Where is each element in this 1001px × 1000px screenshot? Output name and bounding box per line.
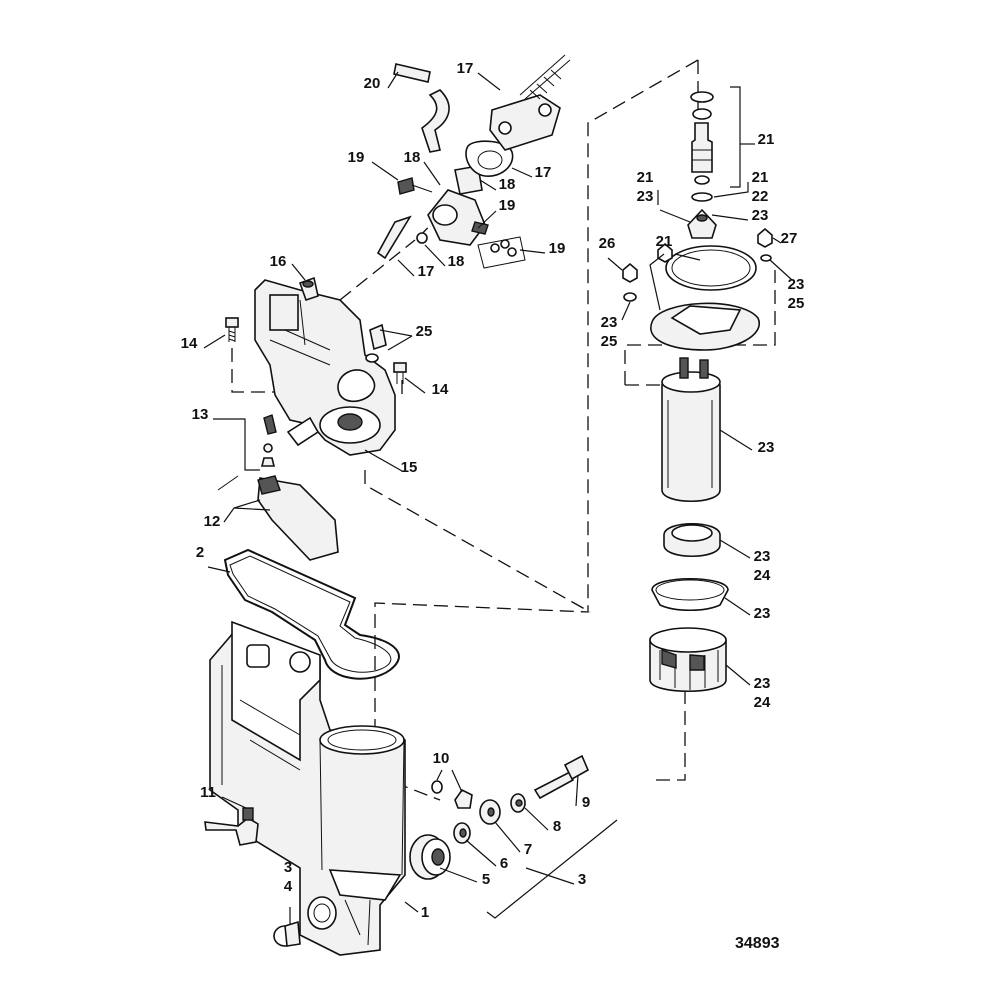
fuel-pump: [416, 140, 514, 246]
callout-label: 21: [656, 233, 673, 250]
callout-label: 21: [758, 131, 775, 148]
callout-label: 6: [500, 855, 508, 872]
callout-label: 12: [204, 513, 221, 530]
callout-label: 13: [192, 406, 209, 423]
small-hardware: [397, 177, 526, 269]
callout-label: 23: [754, 548, 771, 565]
callout-label: 5: [482, 871, 490, 888]
drain-plug: [273, 920, 301, 947]
leader-lines: [203, 71, 793, 925]
callout-label: 17: [535, 164, 552, 181]
gasket: [223, 548, 400, 680]
callout-label: 23: [752, 207, 769, 224]
callout-label: 8: [553, 818, 561, 835]
callout-label: 20: [364, 75, 381, 92]
callout-label: 21: [637, 169, 654, 186]
cover-assembly: [254, 279, 396, 456]
callout-label: 25: [601, 333, 618, 350]
callout-label: 23: [754, 605, 771, 622]
fitting: [204, 807, 259, 846]
elbow-fitting: [298, 276, 319, 302]
callout-label: 25: [788, 295, 805, 312]
callout-label: 24: [754, 694, 771, 711]
callout-label: 18: [404, 149, 421, 166]
vapor-separator-housing: [209, 620, 406, 956]
callout-label: 23: [788, 276, 805, 293]
hose: [376, 63, 450, 260]
needle-valve: [260, 414, 277, 467]
callout-label: 4: [284, 878, 293, 895]
callout-label: 18: [499, 176, 516, 193]
callout-label: 15: [401, 459, 418, 476]
callout-label: 17: [418, 263, 435, 280]
callout-label: 23: [754, 675, 771, 692]
figure-number: 34893: [735, 935, 780, 952]
callout-label: 7: [524, 841, 532, 858]
callout-label: 17: [457, 60, 474, 77]
callout-label: 16: [270, 253, 287, 270]
callout-label: 1: [421, 904, 429, 921]
callout-label: 23: [758, 439, 775, 456]
callout-label: 19: [499, 197, 516, 214]
callout-label: 18: [448, 253, 465, 270]
callout-label: 11: [200, 784, 216, 801]
callout-label: 22: [752, 188, 769, 205]
callout-label: 14: [181, 335, 198, 352]
callout-label: 26: [599, 235, 616, 252]
callout-label: 9: [582, 794, 590, 811]
callout-label: 3: [284, 859, 292, 876]
callout-label: 25: [416, 323, 433, 340]
plate-and-screw: [489, 54, 571, 151]
fitting: [365, 323, 387, 363]
callout-label: 24: [754, 567, 771, 584]
callout-label: 23: [637, 188, 654, 205]
electric-fuel-pump-assembly: [622, 91, 773, 692]
float: [217, 475, 339, 561]
callout-label: 10: [433, 750, 450, 767]
callout-label: 27: [781, 230, 798, 247]
callout-label: 2: [196, 544, 204, 561]
callout-label: 14: [432, 381, 449, 398]
callout-label: 21: [752, 169, 769, 186]
roller-assembly: [409, 754, 590, 880]
callout-label: 3: [578, 871, 586, 888]
screw: [225, 317, 407, 384]
callout-label: 19: [549, 240, 566, 257]
callout-label: 19: [348, 149, 365, 166]
callout-label: 23: [601, 314, 618, 331]
